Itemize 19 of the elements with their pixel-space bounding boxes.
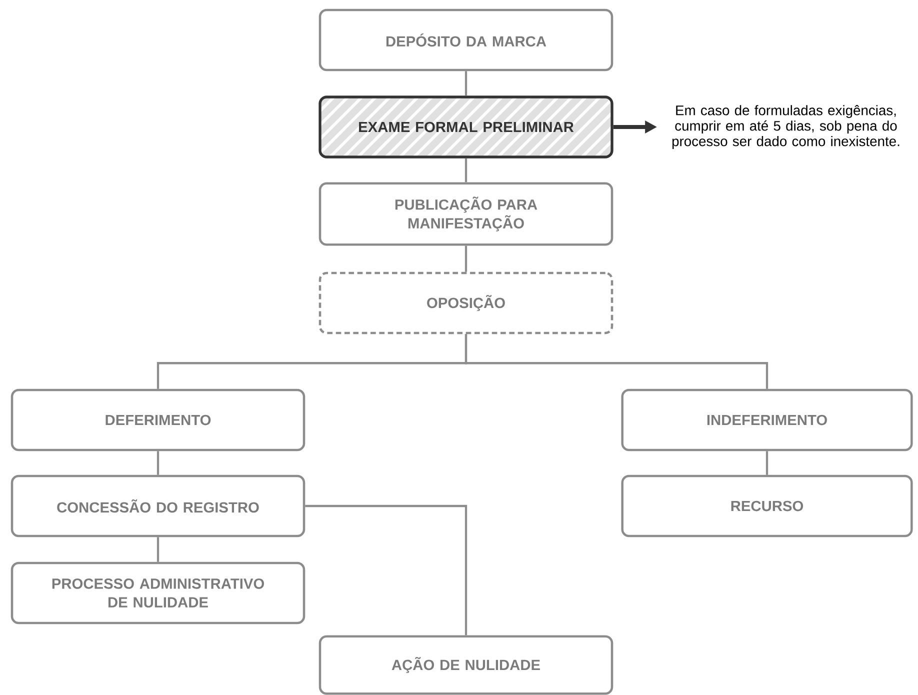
process-box: DEPÓSITO DA MARCA bbox=[318, 8, 614, 72]
dashed-box: OPOSIÇÃO bbox=[318, 272, 614, 334]
note-text: Em caso de formuladas exigências, cumprir em até 5 dias, sob pena do processo ser dado como inexistente. bbox=[672, 105, 900, 149]
process-box: DEFERIMENTO bbox=[10, 388, 306, 452]
connector bbox=[464, 158, 468, 182]
process-box: PROCESSO ADMINISTRATIVO DE NULIDADE bbox=[10, 562, 306, 624]
connector bbox=[305, 504, 468, 636]
process-box: RECURSO bbox=[621, 474, 913, 538]
connector bbox=[156, 451, 160, 475]
process-box: PUBLICAÇÃO PARA MANIFESTAÇÃO bbox=[318, 182, 614, 246]
connector bbox=[464, 71, 468, 96]
hatched-box: EXAME FORMAL PRELIMINAR bbox=[318, 96, 614, 158]
connector bbox=[156, 537, 160, 562]
process-box: INDEFERIMENTO bbox=[621, 388, 913, 452]
connector bbox=[464, 334, 768, 389]
connector bbox=[464, 246, 468, 272]
process-box: AÇÃO DE NULIDADE bbox=[318, 635, 614, 695]
connector bbox=[766, 451, 768, 475]
process-box: CONCESSÃO DO REGISTRO bbox=[10, 474, 306, 538]
